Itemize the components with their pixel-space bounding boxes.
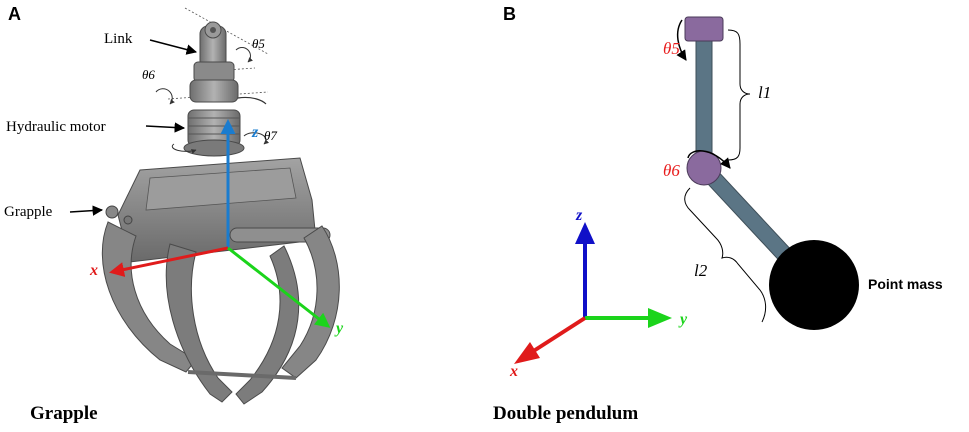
grapple-y-axis bbox=[227, 246, 331, 328]
motor-axis-line bbox=[167, 91, 269, 100]
panel-a-letter: A bbox=[8, 4, 21, 24]
pendulum-top-joint bbox=[684, 16, 724, 42]
grapple-theta7-label: θ7 bbox=[264, 128, 277, 143]
double-pendulum-caption: Double pendulum bbox=[493, 403, 639, 424]
theta5-rotation-arrow bbox=[676, 19, 687, 61]
theta7-rotation-icon-left bbox=[171, 143, 197, 154]
link-label: Link bbox=[104, 31, 133, 47]
motor-base bbox=[183, 139, 245, 157]
theta6-rotation-arrow bbox=[687, 150, 731, 169]
grapple-label: Grapple bbox=[4, 204, 53, 220]
grapple-jaw-right-inner bbox=[235, 245, 300, 405]
grapple-theta6-label: θ6 bbox=[142, 67, 155, 82]
grapple-x-label: x bbox=[89, 262, 98, 279]
link-yoke bbox=[193, 61, 235, 83]
grapple-pivot-left bbox=[105, 205, 119, 219]
theta5-rotation-icon bbox=[235, 47, 253, 63]
grapple-z-label: z bbox=[251, 124, 259, 141]
point-mass bbox=[769, 240, 859, 330]
theta6-rotation-icon bbox=[155, 88, 175, 105]
l2-brace bbox=[684, 187, 767, 323]
pendulum-y-arrowhead bbox=[648, 308, 672, 328]
point-mass-label: Point mass bbox=[868, 276, 943, 292]
rotator-head bbox=[189, 79, 239, 103]
grapple-tip-bar bbox=[187, 370, 297, 380]
grapple-illustration bbox=[69, 7, 340, 405]
l2-label: l2 bbox=[694, 261, 708, 280]
theta7-rotation-icon-right bbox=[243, 132, 270, 145]
pendulum-rod-1 bbox=[695, 27, 713, 169]
pendulum-z-label: z bbox=[575, 207, 583, 224]
grapple-theta5-label: θ5 bbox=[252, 36, 265, 51]
pendulum-theta6-label: θ6 bbox=[663, 161, 680, 180]
grapple-pointer bbox=[69, 205, 104, 216]
link-pointer bbox=[149, 39, 198, 55]
hydraulic-motor-label: Hydraulic motor bbox=[6, 119, 106, 135]
hose-line bbox=[237, 96, 267, 105]
pendulum-y-label: y bbox=[678, 311, 688, 328]
pendulum-x-axis bbox=[530, 316, 587, 354]
grapple-top-plate bbox=[145, 167, 297, 211]
pendulum-z-arrowhead bbox=[575, 222, 595, 244]
l1-label: l1 bbox=[758, 83, 771, 102]
link-eye-hole bbox=[210, 27, 216, 33]
pendulum-theta5-label: θ5 bbox=[663, 39, 680, 58]
grapple-y-label: y bbox=[334, 320, 344, 337]
l1-brace bbox=[727, 29, 751, 161]
pendulum-x-label: x bbox=[509, 363, 518, 380]
grapple-bolt bbox=[123, 215, 133, 225]
grapple-caption: Grapple bbox=[30, 403, 98, 424]
pendulum-illustration bbox=[514, 16, 859, 364]
motor-pointer bbox=[145, 122, 186, 133]
panel-b-letter: B bbox=[503, 4, 516, 24]
pendulum-x-arrowhead bbox=[514, 342, 540, 364]
grapple-jaw-left-inner bbox=[165, 243, 233, 403]
grapple-x-axis bbox=[109, 246, 229, 277]
